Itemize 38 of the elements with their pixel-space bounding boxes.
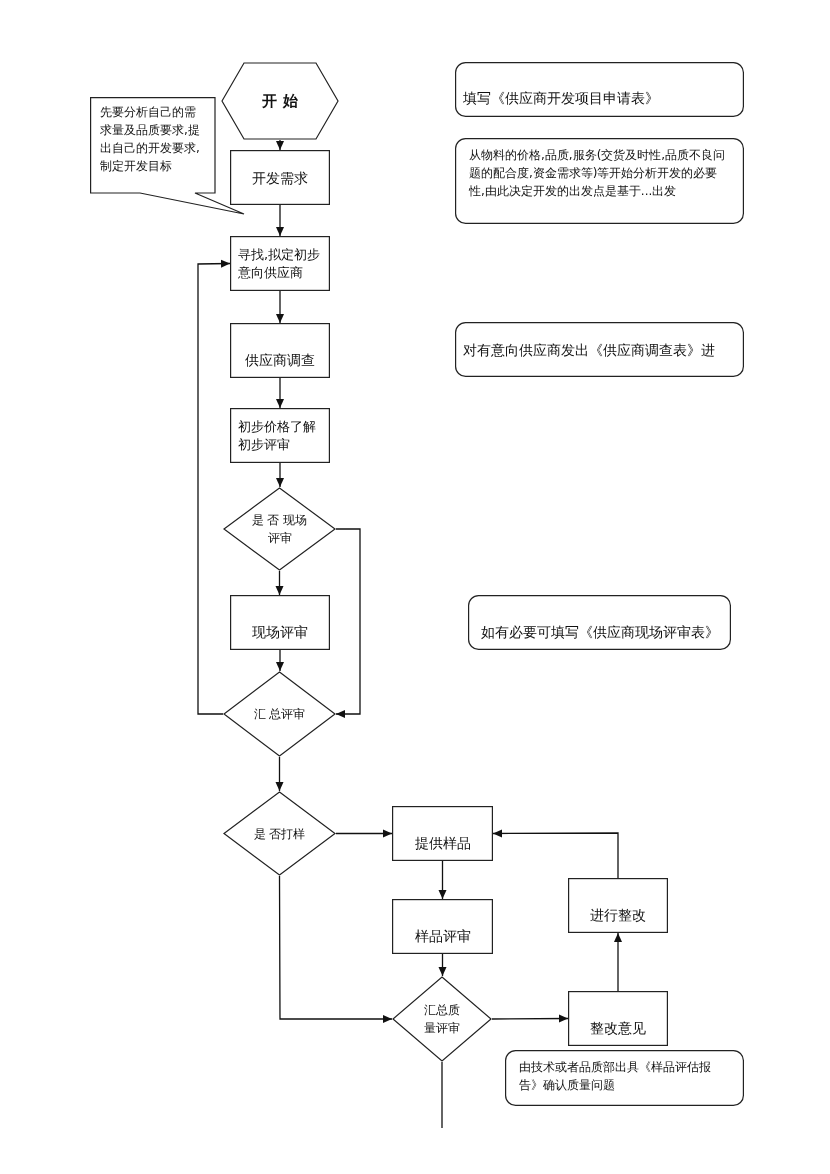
decision-diamond: 是 否 现场评审: [223, 487, 336, 571]
arrow: [276, 139, 284, 151]
arrow: [491, 1014, 569, 1023]
arrow: [276, 204, 284, 237]
process-box: 现场评审: [230, 595, 330, 650]
process-box: 提供样品: [392, 806, 493, 861]
arrow: [438, 953, 447, 977]
note-box: 填写《供应商开发项目申请表》: [455, 62, 744, 117]
arrow: [276, 290, 284, 324]
note-box: 从物料的价格,品质,服务(交货及时性,品质不良问题的配合度,资金需求等)等开始分析开发的必要性,由此决定开发的出发点是基于...出发: [455, 138, 744, 224]
arrow: [278, 875, 393, 1023]
process-box: 供应商调查: [230, 323, 330, 378]
note-box: 由技术或者品质部出具《样品评估报告》确认质量问题: [505, 1050, 744, 1106]
decision-diamond: 是 否打样: [223, 791, 336, 876]
connector-line: [441, 1061, 443, 1129]
note-box: 如有必要可填写《供应商现场评审表》: [468, 595, 731, 650]
arrow: [614, 932, 622, 992]
arrow: [276, 649, 284, 672]
process-box: 样品评审: [392, 899, 493, 954]
decision-diamond: 汇 总评审: [223, 671, 336, 757]
arrow: [275, 570, 284, 596]
process-box: 开发需求: [230, 150, 330, 205]
arrow: [438, 860, 447, 900]
arrow: [275, 756, 284, 792]
arrow: [492, 829, 619, 879]
process-box: 整改意见: [568, 991, 668, 1046]
arrow: [276, 377, 284, 409]
callout-box: 先要分析自己的需求量及品质要求,提出自己的开发要求,制定开发目标: [90, 97, 245, 215]
process-box: 进行整改: [568, 878, 668, 933]
arrow: [335, 829, 393, 838]
arrow: [197, 259, 231, 715]
note-box: 对有意向供应商发出《供应商调查表》进: [455, 322, 744, 377]
arrow: [276, 462, 284, 488]
arrow: [335, 528, 361, 718]
process-box: 初步价格了解初步评审: [230, 408, 330, 463]
start-hexagon: 开 始: [222, 62, 338, 140]
decision-diamond: 汇总质量评审: [392, 976, 492, 1062]
process-box: 寻找,拟定初步意向供应商: [230, 236, 330, 291]
